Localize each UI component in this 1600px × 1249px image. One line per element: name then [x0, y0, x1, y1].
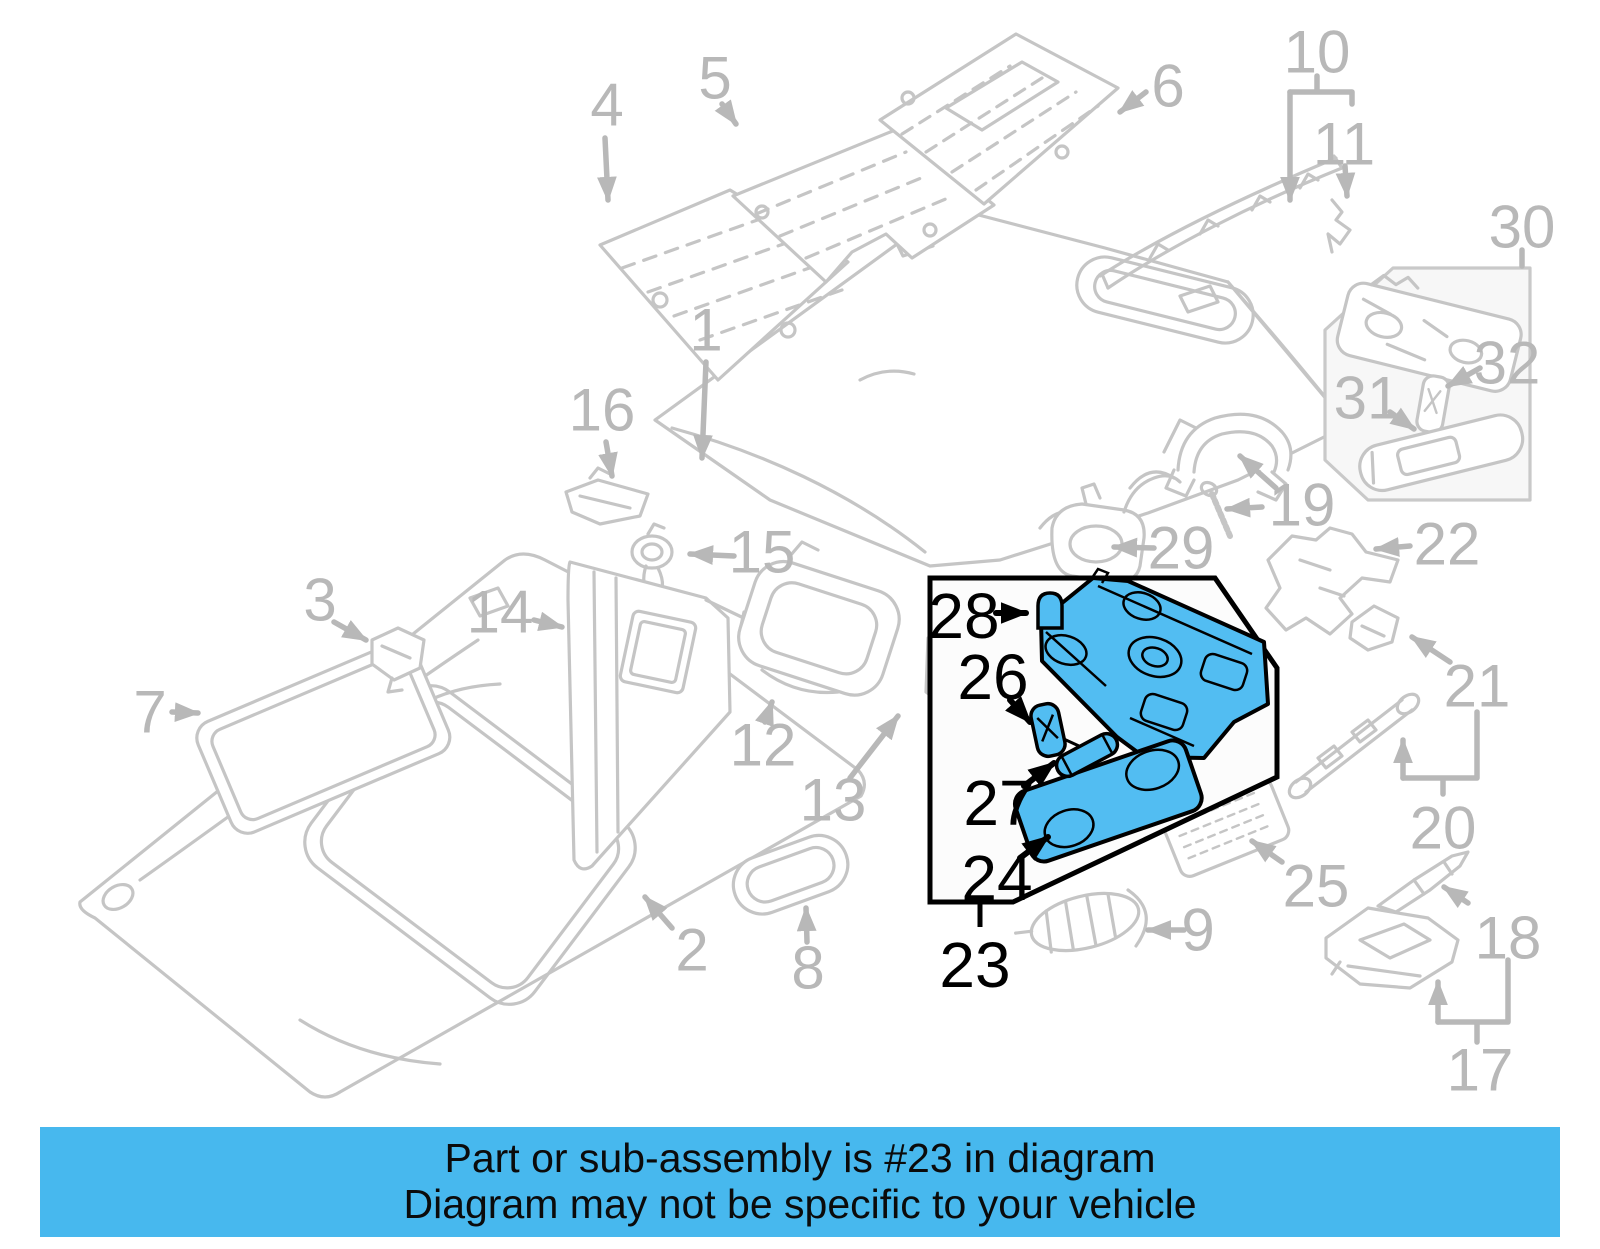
- banner-line-1: Part or sub-assembly is #23 in diagram: [444, 1135, 1156, 1182]
- part-16-bracket: [564, 466, 650, 526]
- highlight-callout-box: [927, 567, 1280, 927]
- part-23-overhead-console: [1039, 567, 1270, 760]
- banner-line-2: Diagram may not be specific to your vehi…: [403, 1181, 1197, 1227]
- part-label-14: 14: [467, 579, 534, 646]
- part-26-bulb: [1029, 701, 1067, 759]
- part-31-visor-lamp: [1358, 413, 1525, 493]
- part-label-13: 13: [800, 767, 867, 834]
- part-label-9: 9: [1181, 897, 1214, 964]
- part-label-24: 24: [961, 842, 1032, 914]
- part-label-28: 28: [928, 580, 999, 652]
- part-label-1: 1: [689, 297, 722, 364]
- part-label-26: 26: [957, 641, 1028, 713]
- part-11-clip: [1326, 198, 1352, 254]
- part-15-visor-pivot: [630, 522, 674, 604]
- part-label-22: 22: [1414, 511, 1481, 578]
- part-label-30: 30: [1489, 194, 1556, 261]
- part-20-bulb: [1376, 850, 1470, 914]
- part-9-lamp-lens: [1014, 888, 1148, 954]
- part-label-17: 17: [1447, 1037, 1514, 1104]
- part-1-headliner-panel: [653, 205, 1350, 568]
- part-12-mirror-housing: [737, 540, 901, 697]
- part-label-20: 20: [1410, 795, 1477, 862]
- part-label-16: 16: [569, 377, 636, 444]
- highlighted-part-labels: 23 24 26 27 28: [928, 580, 1034, 1001]
- part-label-3: 3: [303, 567, 336, 634]
- part-10-header-trim: [1098, 154, 1344, 290]
- part-label-7: 7: [133, 679, 166, 746]
- part-label-15: 15: [729, 519, 796, 586]
- part-6-roof-panel: [878, 32, 1120, 206]
- part-label-29: 29: [1148, 515, 1215, 582]
- part-30-console-box: [1323, 266, 1532, 502]
- part-3-clip: [370, 626, 426, 694]
- part-label-6: 6: [1151, 53, 1184, 120]
- part-8-oval-bezel: [731, 833, 850, 916]
- part-label-8: 8: [791, 935, 824, 1002]
- part-label-19: 19: [1269, 472, 1336, 539]
- callout-arrows: [169, 73, 1525, 1045]
- part-24-lamp-lens: [1012, 738, 1204, 864]
- part-label-2: 2: [675, 917, 708, 984]
- part-label-32: 32: [1474, 330, 1541, 397]
- part-label-23: 23: [939, 929, 1010, 1001]
- part-19-grab-handle: [1164, 412, 1293, 539]
- part-label-11: 11: [1313, 111, 1375, 178]
- part-17-lamp-unit: [1324, 906, 1460, 990]
- part-label-10: 10: [1284, 19, 1351, 86]
- part-27-bulb: [1054, 731, 1120, 779]
- highlight-arrows: [993, 602, 1057, 861]
- part-label-18: 18: [1475, 905, 1542, 972]
- part-label-12: 12: [730, 712, 797, 779]
- part-22-bracket: [1264, 526, 1400, 636]
- part-label-4: 4: [590, 72, 623, 139]
- part-21-rail-and-clip: [1287, 604, 1421, 800]
- info-banner: Part or sub-assembly is #23 in diagram D…: [40, 1127, 1560, 1237]
- part-label-25: 25: [1283, 853, 1350, 920]
- part-7-sunroof-glass: [195, 640, 452, 835]
- part-28-bulb: [1036, 591, 1064, 630]
- part-label-27: 27: [963, 767, 1034, 839]
- part-label-21: 21: [1444, 653, 1511, 720]
- part-label-31: 31: [1334, 365, 1401, 432]
- part-label-5: 5: [698, 45, 731, 112]
